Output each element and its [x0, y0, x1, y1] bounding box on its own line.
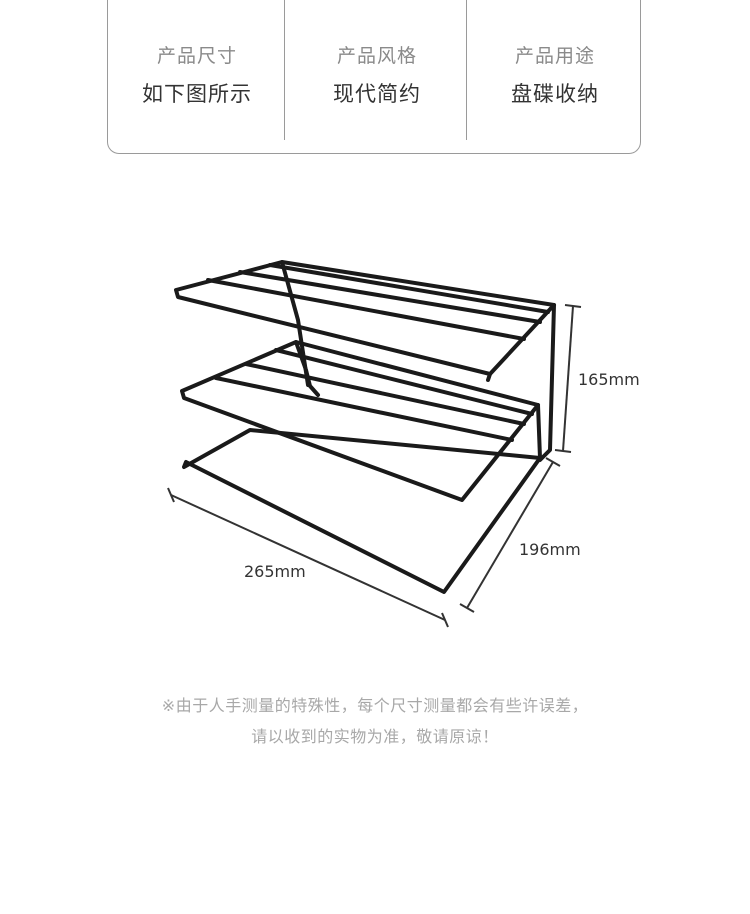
- spec-usage-label: 产品用途: [514, 45, 595, 67]
- spec-usage: 产品用途 盘碟收纳: [466, 42, 644, 110]
- width-dimension-label: 265mm: [244, 562, 306, 581]
- spec-style-value: 现代简约: [333, 82, 421, 106]
- spec-size: 产品尺寸 如下图所示: [108, 42, 286, 110]
- spec-divider: [466, 0, 467, 140]
- spec-style: 产品风格 现代简约: [288, 42, 466, 110]
- spec-divider: [284, 0, 285, 140]
- dish-rack-frame: [174, 260, 556, 594]
- measurement-disclaimer-line-2: 请以收到的实物为准，敬请原谅！: [251, 727, 499, 746]
- height-dimension-label: 165mm: [578, 370, 640, 389]
- product-spec-box: 产品尺寸 如下图所示 产品风格 现代简约 产品用途 盘碟收纳: [107, 0, 641, 154]
- dish-rack-diagram: 165mm 196mm 265mm: [167, 260, 640, 628]
- measurement-disclaimer-line-1: ※由于人手测量的特殊性，每个尺寸测量都会有些许误差，: [161, 696, 589, 715]
- spec-size-value: 如下图所示: [142, 82, 252, 106]
- dimension-lines: [167, 304, 582, 628]
- spec-size-label: 产品尺寸: [156, 45, 237, 67]
- spec-style-label: 产品风格: [336, 45, 417, 67]
- depth-dimension-label: 196mm: [519, 540, 581, 559]
- spec-usage-value: 盘碟收纳: [511, 82, 599, 106]
